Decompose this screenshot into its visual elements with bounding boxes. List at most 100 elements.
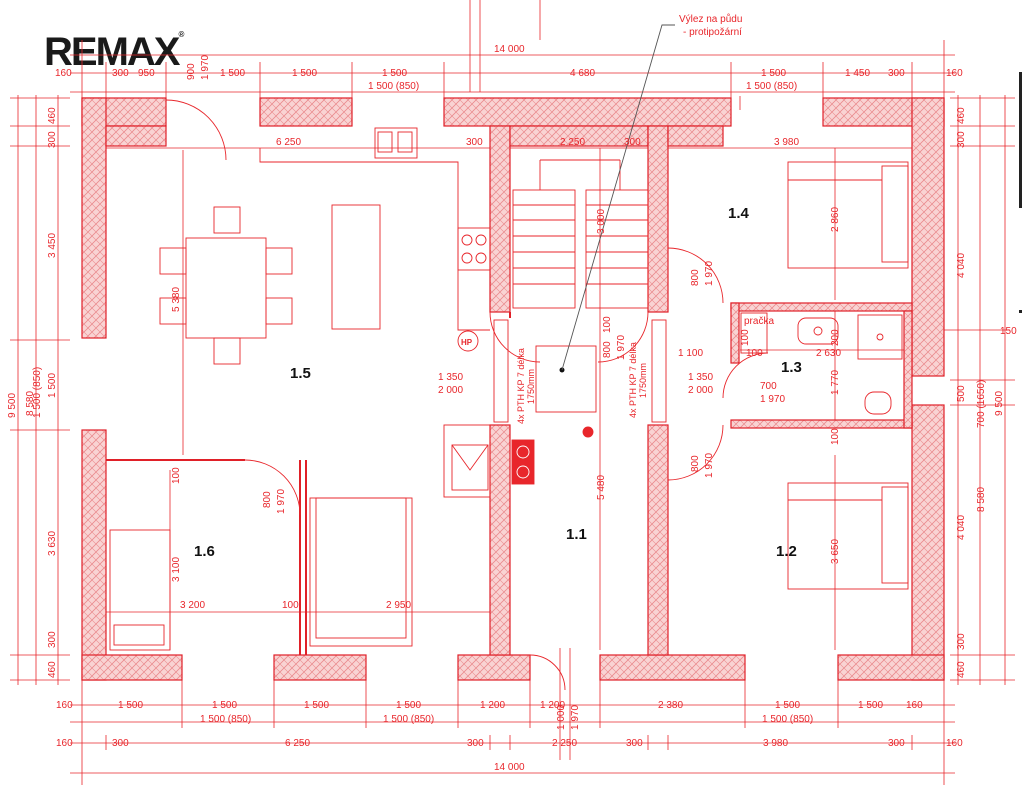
dim-door-2000: 2 000: [438, 385, 463, 396]
dim-bot3-6250: 6 250: [285, 738, 310, 749]
dim-door-700: 700: [760, 381, 777, 392]
dim-top-window-a: 1 500 (850): [368, 81, 419, 92]
dim-int-6250: 6 250: [276, 137, 301, 148]
dim-right-9500: 9 500: [994, 391, 1005, 416]
dim-int-3980: 3 980: [774, 137, 799, 148]
dim-bot-door-1970: 1 970: [570, 705, 581, 730]
room-1-1-label: 1.1: [566, 526, 587, 543]
frame-edge-dot: [1019, 310, 1022, 313]
logo-text: REMAX: [44, 30, 180, 74]
dim-bot-total: 14 000: [494, 762, 525, 773]
dim-left-3450: 3 450: [47, 233, 58, 258]
dim-bot3-160a: 160: [56, 738, 73, 749]
dim-room14-2860: 2 860: [830, 207, 841, 232]
dim-top-total: 14 000: [494, 44, 525, 55]
dim-left-8580: 8 580: [25, 391, 36, 416]
dim-room16-3200: 3 200: [180, 600, 205, 611]
dim-right-150: 150: [1000, 326, 1017, 337]
dim-top-1500a: 1 500: [220, 68, 245, 79]
dim-room12-3650: 3 650: [830, 539, 841, 564]
dim-top-160a: 160: [55, 68, 72, 79]
frame-edge-mark: [1019, 72, 1022, 208]
pth-left-label: 4x PTH KP 7 délka: [516, 348, 526, 424]
dim-room13-1100: 1 100: [678, 348, 703, 359]
dim-room16-100: 100: [282, 600, 299, 611]
dim-bot-160b: 160: [906, 700, 923, 711]
dim-bot-window-a: 1 500 (850): [200, 714, 251, 725]
dim-door-2000b: 2 000: [688, 385, 713, 396]
dim-room13-200: 200: [830, 329, 841, 346]
dim-wall-100: 100: [171, 467, 182, 484]
dim-top-4680: 4 680: [570, 68, 595, 79]
dim-bot-door-1000: 1 000: [556, 705, 567, 730]
dim-room13-100: 100: [746, 348, 763, 359]
pth-right-label: 4x PTH KP 7 délka: [628, 342, 638, 418]
dim-room13-1770: 1 770: [830, 370, 841, 395]
dim-int-2250: 2 250: [560, 137, 585, 148]
dim-top-window-b: 1 500 (850): [746, 81, 797, 92]
dim-bot-window-c: 1 500 (850): [762, 714, 813, 725]
dim-stair-3000: 3 000: [596, 209, 607, 234]
thin-walls: [106, 312, 511, 655]
dim-bot3-300a: 300: [112, 738, 129, 749]
dim-door-1350: 1 350: [438, 372, 463, 383]
dim-top-1450: 1 450: [845, 68, 870, 79]
dim-bot-1500d: 1 500: [396, 700, 421, 711]
dim-door-800c: 800: [262, 491, 273, 508]
dim-right-300b: 300: [956, 633, 967, 650]
dim-room13-2630: 2 630: [816, 348, 841, 359]
dim-int-300b: 300: [624, 137, 641, 148]
dim-top-300b: 300: [888, 68, 905, 79]
dim-bot-1500c: 1 500: [304, 700, 329, 711]
dim-right-500: 500: [956, 385, 967, 402]
dim-corridor-5480: 5 480: [596, 475, 607, 500]
dim-left-1500: 1 500: [47, 373, 58, 398]
dim-right-window: 700 (1650): [976, 380, 987, 428]
dim-bot-160a: 160: [56, 700, 73, 711]
dim-door-1350b: 1 350: [688, 372, 713, 383]
furniture: [109, 24, 909, 691]
washer-label: pračka: [744, 316, 774, 327]
dim-right-460b: 460: [956, 661, 967, 678]
room-labels: 1.1 1.2 1.3 1.4 1.5 1.6: [194, 205, 802, 560]
dim-left-460b: 460: [47, 661, 58, 678]
annotations: Výlez na půdu - protipožární pračka HP 4…: [461, 13, 774, 424]
dimension-texts: 14 000 160 300 950 1 500 1 500 1 500 4 6…: [7, 44, 1017, 773]
dim-door-1970b: 1 970: [704, 261, 715, 286]
dim-left-460a: 460: [47, 107, 58, 124]
dim-top-300: 300: [112, 68, 129, 79]
dim-top-1500c: 1 500: [382, 68, 407, 79]
dim-bot-2380: 2 380: [658, 700, 683, 711]
dim-left-3630: 3 630: [47, 531, 58, 556]
room-1-4-label: 1.4: [728, 205, 750, 222]
walls: [81, 97, 945, 681]
room-1-5-label: 1.5: [290, 365, 311, 382]
dim-bot-1500b: 1 500: [212, 700, 237, 711]
hp-label: HP: [461, 338, 473, 347]
dim-room15-height: 5 380: [171, 287, 182, 312]
dim-bot-window-b: 1 500 (850): [383, 714, 434, 725]
dim-door-800a: 800: [690, 269, 701, 286]
pth-left-sub: 1750mm: [526, 369, 536, 404]
dim-right-8580: 8 580: [976, 487, 987, 512]
dim-bot-1200a: 1 200: [480, 700, 505, 711]
dim-door-1970d: 1 970: [276, 489, 287, 514]
dim-room16-3100: 3 100: [171, 557, 182, 582]
dim-bot3-300b: 300: [467, 738, 484, 749]
dim-bot3-160b: 160: [946, 738, 963, 749]
dim-top-900: 900: [186, 63, 197, 80]
room-1-3-label: 1.3: [781, 359, 802, 376]
dim-bot3-2250: 2 250: [552, 738, 577, 749]
dim-bot-1200b: 1 200: [540, 700, 565, 711]
dim-left-9500: 9 500: [7, 393, 18, 418]
dim-left-window: 1 500 (850): [32, 367, 43, 418]
dim-bot3-300c: 300: [626, 738, 643, 749]
dim-door-100: 100: [740, 329, 751, 346]
dim-bot-1500e: 1 500: [775, 700, 800, 711]
dim-top-1970: 1 970: [200, 55, 211, 80]
attic-access-label: Výlez na půdu: [679, 13, 742, 25]
pth-right-sub: 1750mm: [638, 363, 648, 398]
dim-left-300a: 300: [47, 131, 58, 148]
dim-door-800b: 800: [690, 455, 701, 472]
